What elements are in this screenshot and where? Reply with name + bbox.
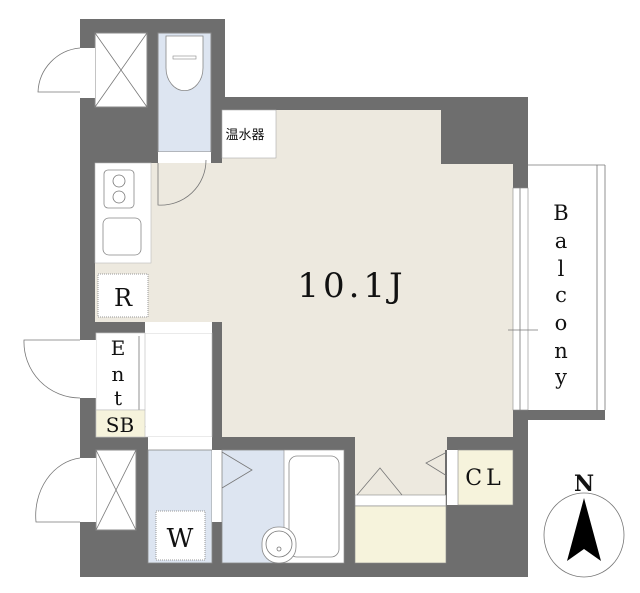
bottom-storage — [354, 467, 447, 564]
kitchen — [94, 162, 152, 264]
entrance: E n t SB — [80, 322, 213, 438]
balcony: B a l c o n y — [508, 164, 606, 420]
lower-storage — [80, 449, 137, 531]
balcony-label-3: l — [558, 257, 565, 281]
balcony-label-2: a — [555, 229, 568, 253]
closet-label: CL — [465, 466, 504, 491]
balcony-label-6: n — [554, 339, 568, 363]
water-heater: 温水器 — [221, 109, 277, 159]
bathtub-icon — [288, 455, 340, 558]
entrance-label-1: E — [111, 336, 126, 360]
washer-room: W — [147, 437, 213, 564]
entrance-label-3: t — [114, 386, 122, 410]
shoe-box-label: SB — [106, 413, 134, 437]
sink-icon — [102, 217, 142, 256]
lower-door-swing — [35, 457, 81, 523]
balcony-label-5: o — [555, 311, 568, 335]
washer-label: W — [167, 524, 194, 554]
north-label: N — [574, 471, 594, 497]
north-arrow-icon: N — [543, 471, 625, 578]
stove-icon — [103, 169, 135, 209]
water-heater-label: 温水器 — [225, 128, 264, 143]
main-room — [95, 110, 513, 495]
washbasin-icon — [261, 526, 297, 564]
refrigerator: R — [97, 273, 149, 318]
entry-door-swing — [23, 339, 81, 399]
balcony-label-4: c — [555, 283, 567, 307]
main-room-label: 10.1J — [297, 266, 406, 306]
shoe-box — [95, 409, 146, 438]
closet: CL — [425, 449, 514, 506]
top-door-swing — [37, 47, 81, 93]
balcony-label-1: B — [553, 201, 568, 225]
toilet-room — [157, 32, 212, 206]
balcony-label-7: y — [554, 365, 567, 389]
top-storage — [80, 32, 148, 108]
entrance-label-2: n — [112, 362, 125, 386]
bathroom — [212, 449, 345, 564]
refrigerator-label: R — [114, 284, 133, 312]
